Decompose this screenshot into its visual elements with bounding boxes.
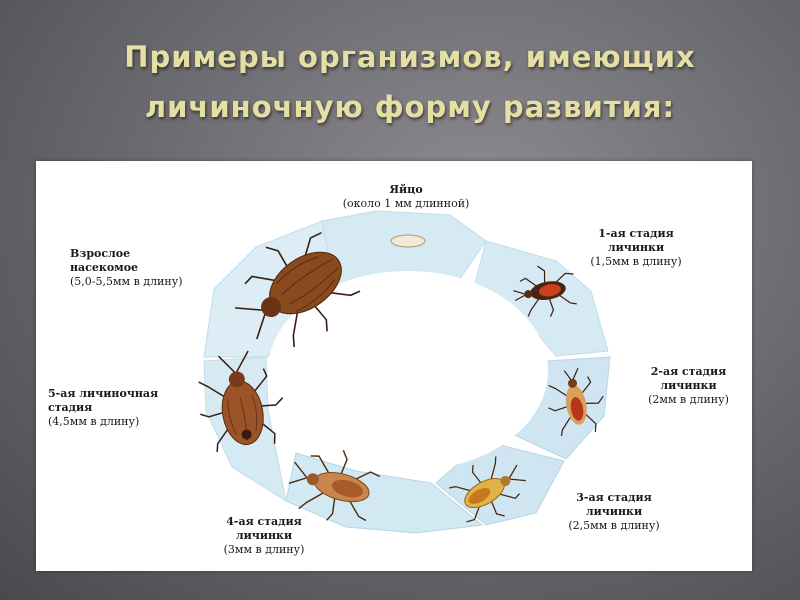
stage4-label: 4-ая стадия личинки (3мм в длину) bbox=[204, 515, 324, 557]
stage4-name-line1: 4-ая стадия bbox=[226, 515, 302, 528]
egg-size: (около 1 мм длинной) bbox=[342, 197, 470, 210]
slide-title: Примеры организмов, имеющих личиночную ф… bbox=[60, 32, 760, 132]
stage5-nymph bbox=[198, 350, 284, 452]
adult-bedbug bbox=[234, 231, 361, 348]
title-line-1: Примеры организмов, имеющих bbox=[124, 40, 696, 74]
stage5-name-line2: стадия bbox=[48, 401, 93, 414]
stage5-name-line1: 5-ая личиночная bbox=[48, 387, 159, 400]
stage4-nymph bbox=[288, 449, 381, 522]
stage3-name-line2: личинки bbox=[585, 505, 643, 518]
stage3-name-line1: 3-ая стадия bbox=[576, 491, 652, 504]
stage2-label: 2-ая стадия личинки (2мм в длину) bbox=[626, 365, 751, 407]
egg-name: Яйцо bbox=[389, 183, 423, 196]
stage2-name-line1: 2-ая стадия bbox=[650, 365, 727, 378]
stage1-name-line1: 1-ая стадия bbox=[598, 227, 674, 240]
stage4-size: (3мм в длину) bbox=[223, 543, 305, 556]
egg-illustration bbox=[390, 234, 426, 248]
stage2-name-line2: личинки bbox=[660, 379, 717, 392]
lifecycle-diagram bbox=[198, 210, 611, 534]
egg-label: Яйцо (около 1 мм длинной) bbox=[311, 183, 501, 211]
stage3-nymph bbox=[449, 456, 526, 523]
adult-label: Взрослое насекомое (5,0-5,5мм в длину) bbox=[70, 247, 220, 289]
stage1-nymph bbox=[513, 265, 577, 317]
adult-name-line1: Взрослое bbox=[70, 247, 131, 260]
stage3-size: (2,5мм в длину) bbox=[568, 519, 660, 532]
stage1-label: 1-ая стадия личинки (1,5мм в длину) bbox=[566, 227, 706, 269]
stage5-label: 5-ая личиночная стадия (4,5мм в длину) bbox=[48, 387, 188, 429]
title-line-2: личиночную форму развития: bbox=[144, 90, 676, 124]
ring-center bbox=[268, 271, 548, 471]
adult-name-line2: насекомое bbox=[70, 261, 139, 274]
stage1-size: (1,5мм в длину) bbox=[590, 255, 682, 268]
stage1-name-line2: личинки bbox=[607, 241, 665, 254]
lifecycle-panel: Яйцо (около 1 мм длинной) 1-ая стадия ли… bbox=[36, 161, 752, 571]
stage2-size: (2мм в длину) bbox=[648, 393, 729, 406]
stage5-size: (4,5мм в длину) bbox=[48, 415, 140, 428]
stage2-nymph bbox=[548, 367, 604, 437]
stage3-label: 3-ая стадия личинки (2,5мм в длину) bbox=[544, 491, 684, 533]
adult-size: (5,0-5,5мм в длину) bbox=[70, 275, 183, 288]
stage4-name-line2: личинки bbox=[235, 529, 293, 542]
